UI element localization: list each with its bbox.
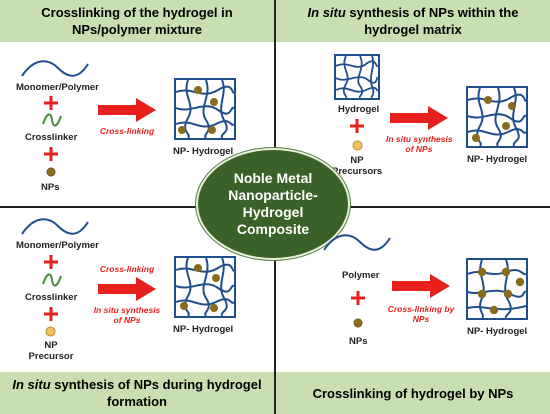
q2-arrow-line2: of NPs: [405, 144, 433, 154]
q4-arrow-line2: NPs: [412, 314, 430, 324]
arrow-icon: [392, 274, 450, 298]
q3-product-label: NP- Hydrogel: [173, 324, 234, 335]
q3-arrow-bottom-line2: of NPs: [113, 315, 141, 325]
q1-product-label: NP- Hydrogel: [173, 146, 234, 157]
q3-precursor-line1: NP: [44, 340, 58, 351]
np-hydrogel-network-icon: [174, 256, 236, 318]
q2-precursor-label: NP Precursors: [332, 155, 382, 177]
plus-icon: [44, 147, 58, 161]
header-q2: In situ synthesis of NPs within the hydr…: [276, 0, 550, 42]
q1-nps-label: NPs: [41, 182, 60, 193]
header-q2-title: In situ synthesis of NPs within the hydr…: [307, 5, 519, 37]
polymer-wave-icon: [323, 234, 391, 251]
header-q3: In situ synthesis of NPs during hydrogel…: [0, 372, 274, 414]
polymer-wave-icon: [21, 218, 89, 235]
np-precursor-icon: [45, 326, 56, 337]
crosslinker-wave-icon: [42, 113, 62, 127]
q3-precursor-line2: Precursor: [28, 351, 74, 362]
header-q1: Crosslinking of the hydrogel in NPs/poly…: [0, 0, 274, 42]
q4-arrow-line1: Cross-linking by: [387, 304, 455, 314]
header-q1-title: Crosslinking of the hydrogel in NPs/poly…: [41, 5, 233, 37]
center-composite-title: Noble Metal Nanoparticle- Hydrogel Compo…: [196, 148, 350, 260]
q2-arrow-line1: In situ synthesis: [386, 134, 453, 144]
header-q4: Crosslinking of hydrogel by NPs: [276, 372, 550, 414]
arrow-icon: [390, 106, 448, 130]
polymer-wave-icon: [21, 60, 89, 77]
q1-monomer-label: Monomer/Polymer: [16, 82, 99, 93]
center-line4: Composite: [236, 221, 310, 237]
arrow-icon: [98, 277, 156, 301]
q3-arrow-top-label: Cross-linking: [99, 264, 155, 274]
plus-icon: [351, 291, 365, 305]
center-line2: Nanoparticle-: [228, 187, 318, 203]
hydrogel-network-icon: [334, 54, 380, 100]
q2-arrow-label: In situ synthesis of NPs: [386, 134, 453, 154]
q3-arrow-bottom-label: In situ synthesis of NPs: [92, 305, 162, 325]
np-precursor-icon: [352, 140, 363, 151]
center-line3: Hydrogel: [242, 204, 304, 220]
plus-icon: [44, 255, 58, 269]
q3-precursor-label: NP Precursor: [26, 340, 76, 362]
plus-icon: [44, 96, 58, 110]
crosslinker-wave-icon: [42, 273, 62, 287]
q1-crosslinker-label: Crosslinker: [25, 132, 78, 143]
np-hydrogel-network-icon: [466, 86, 528, 148]
center-line1: Noble Metal: [233, 170, 313, 186]
q1-arrow-label: Cross-linking: [99, 126, 155, 136]
np-hydrogel-network-icon: [174, 78, 236, 140]
q3-crosslinker-label: Crosslinker: [25, 292, 78, 303]
header-q4-title: Crosslinking of hydrogel by NPs: [312, 385, 514, 401]
q2-product-label: NP- Hydrogel: [467, 154, 528, 165]
q4-polymer-label: Polymer: [342, 270, 380, 281]
q4-nps-label: NPs: [349, 336, 368, 347]
q3-arrow-bottom-line1: In situ synthesis: [93, 305, 161, 315]
q3-monomer-label: Monomer/Polymer: [16, 240, 99, 251]
header-q3-title: In situ synthesis of NPs during hydrogel…: [12, 377, 262, 409]
nanoparticle-icon: [46, 167, 56, 177]
np-crosslinked-network-icon: [466, 258, 528, 320]
q2-precursor-line2: Precursors: [332, 166, 383, 177]
q4-product-label: NP- Hydrogel: [467, 326, 528, 337]
arrow-icon: [98, 98, 156, 122]
q2-precursor-line1: NP: [350, 155, 364, 166]
plus-icon: [44, 307, 58, 321]
q2-hydrogel-label: Hydrogel: [338, 104, 380, 115]
q4-arrow-label: Cross-linking by NPs: [386, 304, 456, 324]
nanoparticle-icon: [353, 318, 363, 328]
plus-icon: [350, 119, 364, 133]
